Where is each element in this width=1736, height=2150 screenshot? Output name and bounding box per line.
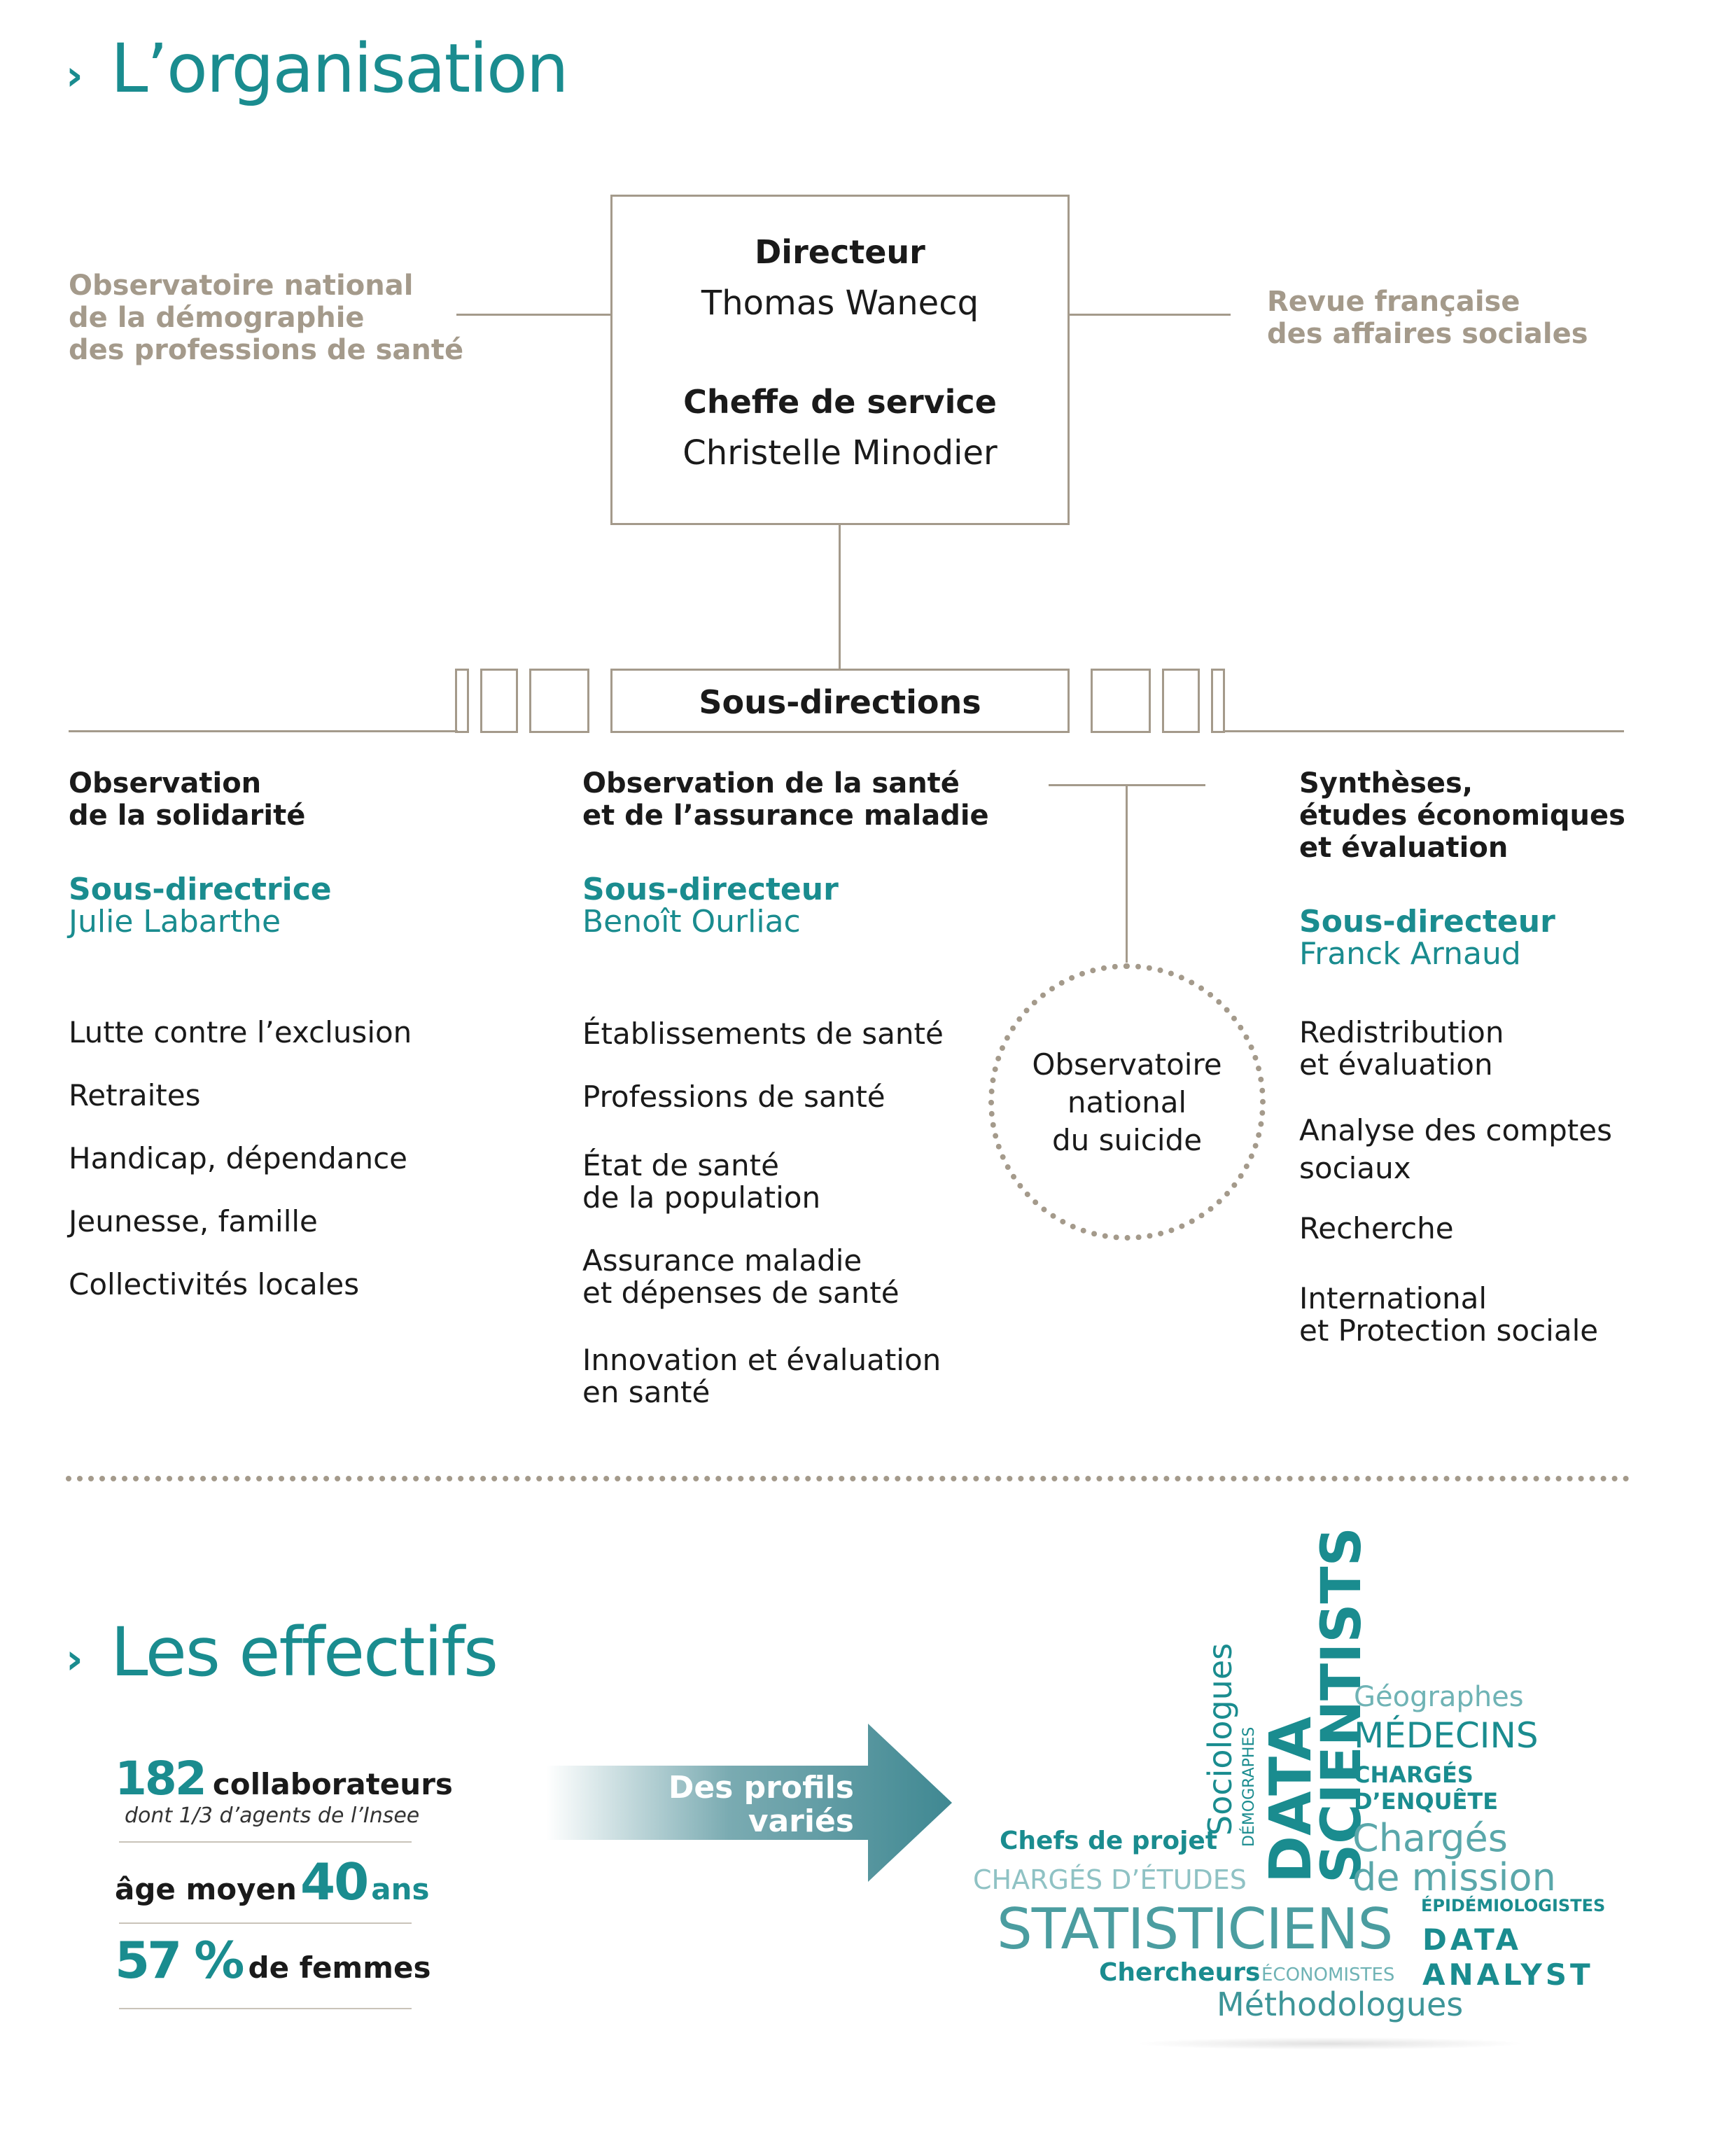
column-1-item: Collectivités locales (69, 1267, 360, 1301)
word-charges-etudes: CHARGÉS D’ÉTUDES (973, 1864, 1247, 1895)
stat-divider (119, 1922, 412, 1924)
word-geographes: Géographes (1354, 1681, 1524, 1713)
word-data-analyst: DATA ANALYST (1422, 1922, 1594, 1992)
column-1-item: Handicap, dépendance (69, 1141, 408, 1175)
chief-label: Cheffe de service (683, 383, 997, 421)
right-connector (1070, 314, 1231, 316)
column-2-item: Assurance maladie et dépenses de santé (582, 1243, 899, 1310)
subdir-line-right (1224, 730, 1624, 732)
word-chercheurs: Chercheurs (1099, 1958, 1261, 1987)
word-charges-enquete: CHARGÉS D’ENQUÊTE (1354, 1761, 1499, 1815)
column-2-title: Observation de la santé et de l’assuranc… (582, 767, 989, 832)
box-down-connector (839, 525, 841, 669)
column-1-item: Retraites (69, 1078, 201, 1112)
profiles-arrow (546, 1724, 952, 1882)
stat-collaborateurs-sub: dont 1/3 d’agents de l’Insee (125, 1803, 420, 1828)
stat-divider (119, 2008, 412, 2009)
column-3-item: International et Protection sociale (1299, 1281, 1599, 1348)
observatory-label: Observatoire national du suicide (1032, 1047, 1222, 1157)
deco-rect (455, 669, 469, 733)
left-side-observatory: Observatoire national de la démographie … (69, 270, 464, 366)
word-cloud-shadow (1134, 2037, 1526, 2050)
chevron-right-icon: › (66, 51, 83, 100)
stat-femmes-suffix: de femmes (248, 1950, 431, 1985)
director-box: Directeur Thomas Wanecq Cheffe de servic… (610, 195, 1070, 525)
observatory-circle (988, 963, 1266, 1241)
word-epidemiologistes: ÉPIDÉMIOLOGISTES (1421, 1896, 1606, 1915)
section-title-organisation: L’organisation (111, 29, 569, 108)
stat-age-suffix: ans (371, 1872, 430, 1906)
column-1-person: Julie Labarthe (69, 904, 281, 940)
word-methodologues: Méthodologues (1217, 1985, 1464, 2023)
column-1-title: Observation de la solidarité (69, 767, 306, 832)
stat-age: âge moyen 40 ans (115, 1852, 430, 1911)
section-title-effectifs: Les effectifs (111, 1613, 498, 1691)
chief-name: Christelle Minodier (682, 433, 997, 473)
column-2-item: État de santé de la population (582, 1148, 821, 1215)
column-2-person: Benoît Ourliac (582, 904, 801, 940)
column-2-item: Établissements de santé (582, 1017, 944, 1051)
sous-directions-label: Sous-directions (699, 683, 981, 721)
column-2-item: Professions de santé (582, 1080, 886, 1114)
right-side-revue: Revue française des affaires sociales (1267, 286, 1588, 350)
stat-age-number: 40 (300, 1852, 369, 1911)
deco-rect (1211, 669, 1225, 733)
arrow-label: Des profils variés (668, 1770, 854, 1839)
left-connector (456, 314, 610, 316)
stat-collaborateurs-label: collaborateurs (212, 1767, 453, 1801)
deco-rect (1091, 669, 1151, 733)
observatory-connector-v (1126, 784, 1128, 963)
stat-age-prefix: âge moyen (115, 1872, 297, 1906)
column-3-item: Redistribution et évaluation (1299, 1015, 1504, 1082)
column-3-item: Analyse des comptes sociaux (1299, 1113, 1612, 1185)
stat-collaborateurs: 182 collaborateurs (115, 1752, 453, 1806)
chevron-right-icon: › (66, 1635, 83, 1684)
stat-femmes: 57 % de femmes (115, 1931, 430, 1990)
section-separator (66, 1476, 1630, 1481)
column-1-role: Sous-directrice (69, 872, 332, 907)
sous-directions-box: Sous-directions (610, 669, 1070, 733)
column-3-title: Synthèses, études économiques et évaluat… (1299, 767, 1625, 864)
word-demographes: DÉMOGRAPHES (1240, 1726, 1258, 1847)
deco-rect (480, 669, 518, 733)
column-2-role: Sous-directeur (582, 872, 839, 907)
column-3-role: Sous-directeur (1299, 904, 1555, 940)
column-3-person: Franck Arnaud (1299, 936, 1521, 972)
word-statisticiens: STATISTICIENS (997, 1897, 1393, 1962)
column-2-item: Innovation et évaluation en santé (582, 1343, 941, 1409)
director-name: Thomas Wanecq (701, 284, 979, 323)
column-1-item: Jeunesse, famille (69, 1204, 318, 1238)
subdir-line-left (69, 730, 458, 732)
word-chefs-de-projet: Chefs de projet (1000, 1827, 1218, 1855)
director-label: Directeur (755, 233, 925, 271)
word-medecins: MÉDECINS (1354, 1715, 1539, 1756)
word-charges-mission: Chargés de mission (1352, 1816, 1556, 1899)
stat-divider (119, 1841, 412, 1843)
column-1-item: Lutte contre l’exclusion (69, 1015, 412, 1049)
column-3-item: Recherche (1299, 1211, 1454, 1245)
deco-rect (1162, 669, 1200, 733)
word-economistes: ÉCONOMISTES (1261, 1964, 1395, 1985)
deco-rect (529, 669, 589, 733)
stat-femmes-number: 57 % (115, 1931, 244, 1990)
word-sociologues: Sociologues (1201, 1642, 1239, 1836)
stat-collaborateurs-number: 182 (115, 1752, 207, 1806)
